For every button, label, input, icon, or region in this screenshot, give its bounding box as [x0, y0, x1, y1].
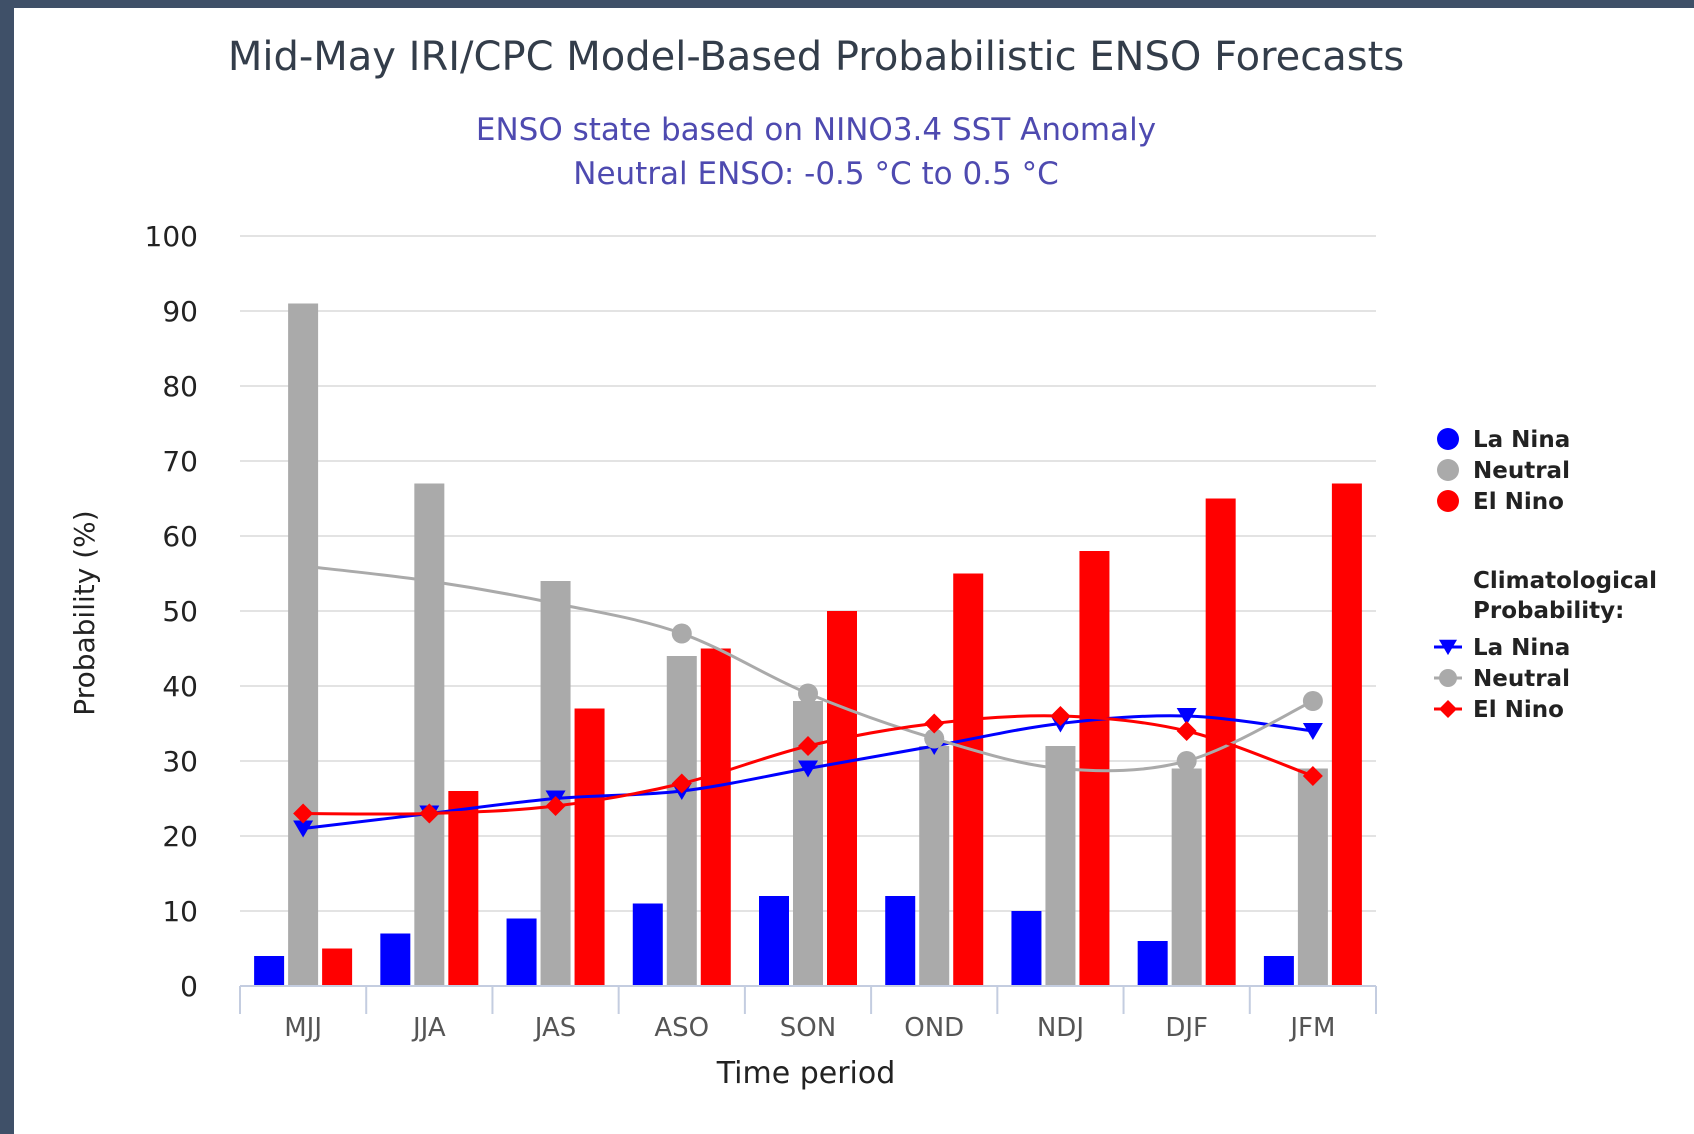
- climatology-point-el-nino-aso[interactable]: [671, 773, 692, 794]
- climatology-point-el-nino-ond[interactable]: [924, 713, 945, 734]
- y-tick-label: 90: [162, 295, 198, 328]
- bar-el-nino-jja[interactable]: [448, 791, 479, 986]
- y-axis-label: Probability (%): [68, 510, 101, 715]
- bar-la-nina-mjj[interactable]: [254, 956, 285, 986]
- x-tick-label: JAS: [533, 1013, 577, 1043]
- climatology-point-neutral-mjj[interactable]: [293, 556, 314, 576]
- x-axis-label: Time period: [716, 1056, 896, 1091]
- chart-title: Mid-May IRI/CPC Model-Based Probabilisti…: [228, 34, 1404, 80]
- bar-la-nina-jja[interactable]: [380, 933, 411, 987]
- legend-climatology-marker-neutral[interactable]: [1439, 669, 1457, 687]
- legend-climatology-title-1: Climatological: [1473, 568, 1657, 594]
- climatology-point-el-nino-jfm[interactable]: [1302, 766, 1323, 786]
- bar-la-nina-jfm[interactable]: [1263, 956, 1294, 986]
- x-tick-label: JFM: [1288, 1013, 1335, 1043]
- legend-climatology-label-neutral: Neutral: [1473, 666, 1570, 692]
- bar-el-nino-jas[interactable]: [574, 708, 605, 987]
- y-axis-ticks: 0 10 20 30 40 50 60 70 80 90 100: [145, 220, 198, 1003]
- climatology-point-el-nino-ndj[interactable]: [1050, 706, 1071, 726]
- climatology-point-el-nino-jja[interactable]: [419, 803, 440, 824]
- bar-el-nino-mjj[interactable]: [322, 948, 353, 987]
- climatology-point-neutral-jja[interactable]: [419, 571, 440, 591]
- y-tick-label: 100: [145, 220, 198, 253]
- x-axis: MJJ JJA JAS ASO SON OND NDJ DJF JFM: [239, 985, 1377, 1043]
- bar-neutral-jfm[interactable]: [1297, 768, 1328, 987]
- legend-climatology-marker-la-nina[interactable]: [1439, 639, 1457, 656]
- climatology-point-el-nino-jas[interactable]: [545, 796, 566, 816]
- legend-label-la-nina: La Nina: [1473, 427, 1570, 453]
- bar-el-nino-aso[interactable]: [700, 648, 731, 987]
- climatology-point-neutral-djf[interactable]: [1176, 751, 1197, 771]
- enso-chart: Mid-May IRI/CPC Model-Based Probabilisti…: [68, 34, 1657, 1091]
- legend-climatology-label-el-nino: El Nino: [1473, 697, 1564, 723]
- bar-la-nina-jas[interactable]: [506, 918, 537, 987]
- legend-label-neutral: Neutral: [1473, 458, 1570, 484]
- climatology-point-la-nina-djf[interactable]: [1176, 708, 1197, 725]
- bar-el-nino-son[interactable]: [827, 611, 857, 986]
- bar-neutral-mjj[interactable]: [288, 303, 319, 987]
- y-tick-label: 30: [162, 745, 198, 778]
- climatology-point-neutral-aso[interactable]: [671, 623, 692, 644]
- bar-neutral-jas[interactable]: [540, 581, 571, 986]
- climatology-point-el-nino-mjj[interactable]: [293, 803, 314, 824]
- bars-group: [254, 303, 1362, 987]
- climatology-point-la-nina-jfm[interactable]: [1302, 723, 1323, 740]
- x-tick-label: SON: [780, 1013, 836, 1043]
- bar-el-nino-jfm[interactable]: [1331, 483, 1362, 987]
- y-tick-label: 0: [180, 970, 198, 1003]
- bar-la-nina-aso[interactable]: [632, 903, 663, 987]
- chart-subtitle-line-1: ENSO state based on NINO3.4 SST Anomaly: [476, 112, 1156, 148]
- legend-marker-la-nina[interactable]: [1437, 428, 1459, 450]
- bar-neutral-aso[interactable]: [666, 656, 697, 986]
- chart-subtitle-line-2: Neutral ENSO: -0.5 °C to 0.5 °C: [573, 156, 1059, 192]
- legend-label-el-nino: El Nino: [1473, 489, 1564, 515]
- climatology-point-la-nina-mjj[interactable]: [293, 820, 314, 838]
- x-tick-label: NDJ: [1037, 1013, 1084, 1043]
- climatology-point-el-nino-djf[interactable]: [1176, 721, 1197, 741]
- bar-neutral-ond[interactable]: [919, 746, 950, 986]
- climatology-lines: [293, 556, 1323, 838]
- bar-la-nina-ndj[interactable]: [1011, 911, 1042, 986]
- bar-la-nina-djf[interactable]: [1137, 941, 1168, 986]
- bar-la-nina-son[interactable]: [759, 896, 789, 986]
- y-tick-label: 10: [162, 895, 198, 928]
- y-tick-label: 70: [162, 445, 198, 478]
- climatology-point-el-nino-son[interactable]: [798, 736, 818, 756]
- chart-panel: Mid-May IRI/CPC Model-Based Probabilisti…: [14, 8, 1694, 1134]
- legend-marker-neutral[interactable]: [1437, 459, 1459, 481]
- legend-climatology-title-2: Probability:: [1473, 598, 1624, 624]
- climatology-point-neutral-ndj[interactable]: [1050, 758, 1071, 779]
- legend-marker-el-nino[interactable]: [1437, 490, 1459, 512]
- y-tick-label: 40: [162, 670, 198, 703]
- bar-neutral-ndj[interactable]: [1045, 746, 1076, 986]
- climatology-point-neutral-ond[interactable]: [924, 728, 945, 749]
- bar-neutral-djf[interactable]: [1171, 768, 1202, 987]
- x-tick-label: DJF: [1165, 1013, 1208, 1043]
- bar-el-nino-ndj[interactable]: [1079, 551, 1110, 986]
- legend-climatology-label-la-nina: La Nina: [1473, 635, 1570, 661]
- climatology-point-neutral-jas[interactable]: [545, 593, 566, 614]
- y-tick-label: 20: [162, 820, 198, 853]
- legend-climatology-marker-el-nino[interactable]: [1439, 700, 1457, 718]
- bar-la-nina-ond[interactable]: [885, 896, 916, 986]
- bar-neutral-jja[interactable]: [414, 483, 445, 987]
- climatology-point-neutral-jfm[interactable]: [1302, 691, 1323, 711]
- climatology-point-la-nina-son[interactable]: [798, 760, 818, 778]
- y-tick-label: 50: [162, 595, 198, 628]
- y-tick-label: 80: [162, 370, 198, 403]
- x-tick-label: OND: [904, 1013, 964, 1043]
- x-tick-label: MJJ: [284, 1013, 322, 1043]
- y-tick-label: 60: [162, 520, 198, 553]
- climatology-point-neutral-son[interactable]: [798, 683, 818, 704]
- bar-el-nino-ond[interactable]: [953, 573, 984, 987]
- x-tick-label: JJA: [411, 1013, 446, 1043]
- x-tick-label: ASO: [654, 1013, 709, 1043]
